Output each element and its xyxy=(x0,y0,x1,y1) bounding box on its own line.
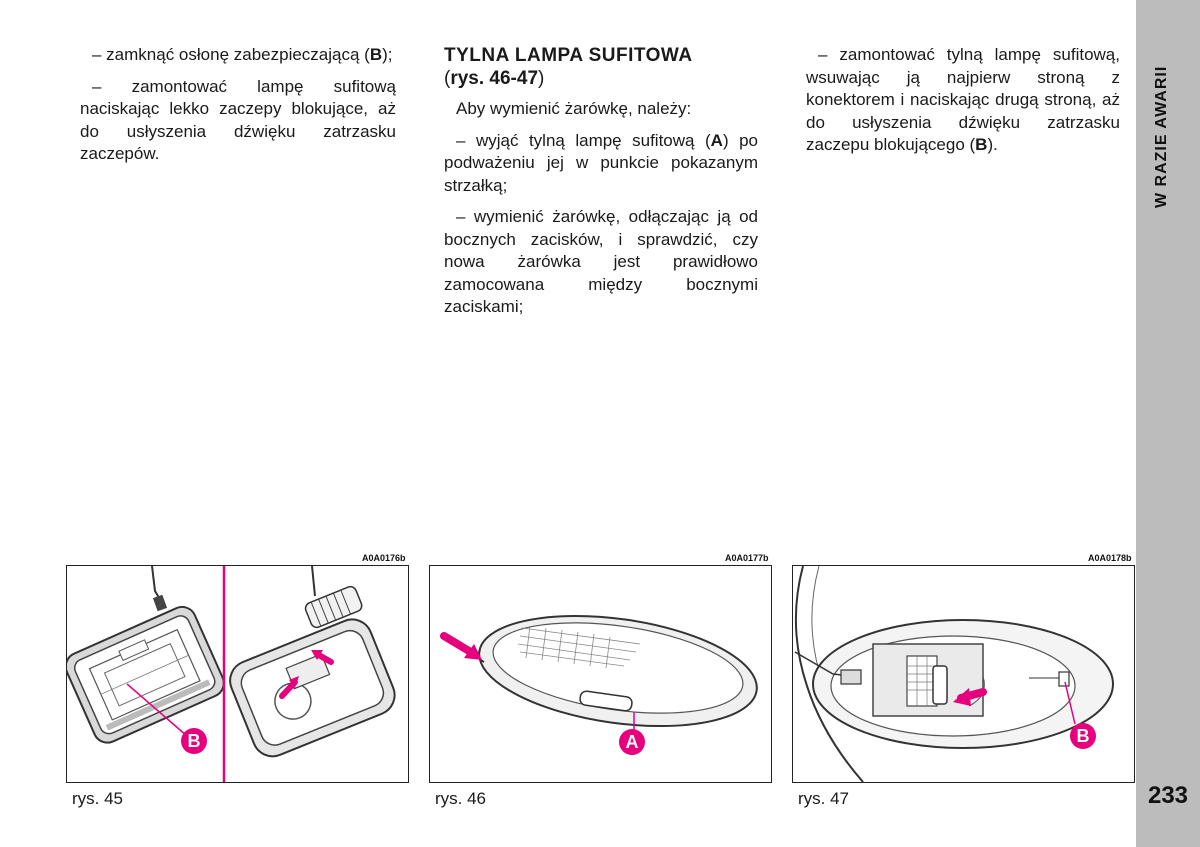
text-column-2: TYLNA LAMPA SUFITOWA (rys. 46-47) Aby wy… xyxy=(444,44,758,328)
figure-47-illustration xyxy=(794,566,1114,782)
intro-text: Aby wymienić żarówkę, należy: xyxy=(456,99,692,118)
section-heading: TYLNA LAMPA SUFITOWA (rys. 46-47) xyxy=(444,45,693,89)
figure-caption-47: rys. 47 xyxy=(798,789,850,808)
instruction-remove-lamp: – wyjąć tylną lampę sufitową (A) po podw… xyxy=(444,130,758,195)
callout-label-b: B xyxy=(1070,723,1096,749)
instruction-replace-bulb: – wymienić żarówkę, odłączając ją od boc… xyxy=(444,207,758,316)
figure-47: B xyxy=(792,565,1135,783)
text-column-3: – zamontować tylną lampę sufitową, wsuwa… xyxy=(806,44,1120,166)
instruction-mount-lamp: – zamontować lampę sufitową naciskając l… xyxy=(80,76,396,164)
figure-reference: rys. 46-47 xyxy=(450,68,539,89)
figure-code-46: A0A0177b xyxy=(725,553,769,563)
page-number: 233 xyxy=(1147,782,1189,809)
figure-caption-46: rys. 46 xyxy=(435,789,487,808)
figure-caption-45: rys. 45 xyxy=(72,789,124,808)
figure-46: A xyxy=(429,565,772,783)
figure-45: B xyxy=(66,565,409,783)
section-title: W RAZIE AWARII xyxy=(1153,65,1170,208)
text-column-1: – zamknąć osłonę zabezpieczającą (B); – … xyxy=(80,44,396,175)
callout-label-b: B xyxy=(181,728,207,754)
instruction-refit-lamp: – zamontować tylną lampę sufitową, wsuwa… xyxy=(806,45,1120,154)
figure-code-47: A0A0178b xyxy=(1088,553,1132,563)
callout-label-a: A xyxy=(619,729,645,755)
section-sidebar xyxy=(1136,0,1200,847)
figure-45-illustration xyxy=(67,566,396,782)
figure-46-illustration xyxy=(440,614,758,738)
instruction-close-cover: – zamknąć osłonę zabezpieczającą (B); xyxy=(92,45,393,64)
figure-code-45: A0A0176b xyxy=(362,553,406,563)
